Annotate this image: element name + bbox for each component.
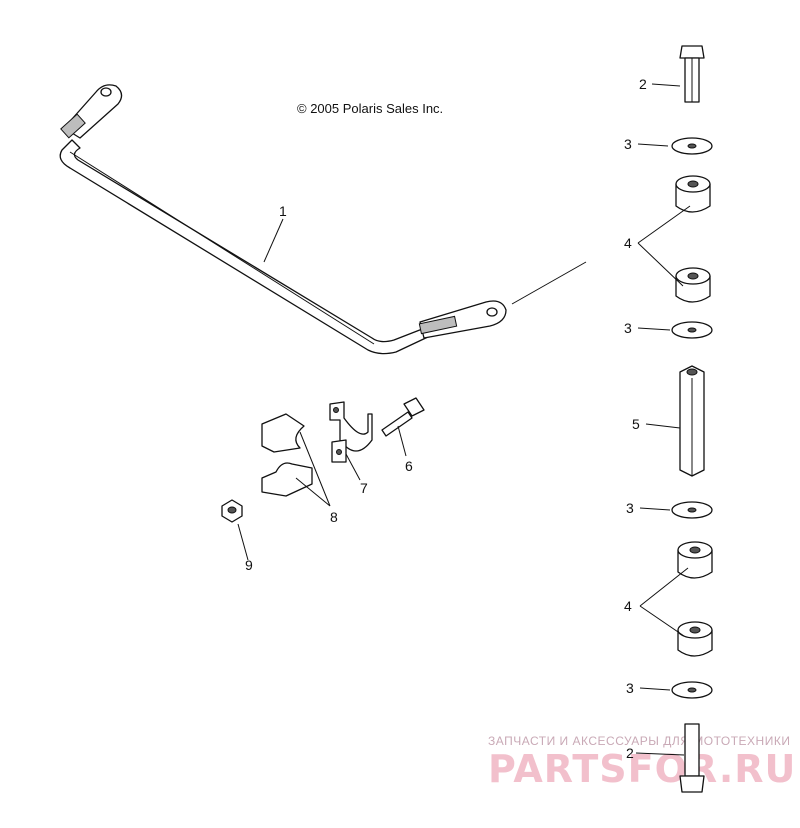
callout-3-fourth: 3 — [626, 680, 634, 696]
callout-1: 1 — [279, 203, 287, 219]
bushing-3 — [677, 541, 713, 579]
copyright-text: © 2005 Polaris Sales Inc. — [297, 101, 443, 116]
callout-3-first: 3 — [624, 136, 632, 152]
watermark-logo: PARTSFOR.RU — [488, 747, 796, 791]
callout-3-third: 3 — [626, 500, 634, 516]
bushing-2 — [675, 267, 711, 303]
bushing-1 — [675, 175, 711, 213]
bushing-4 — [677, 621, 713, 657]
leader-lines — [237, 83, 691, 756]
stabilizer-bar — [59, 84, 587, 355]
callout-6: 6 — [405, 458, 413, 474]
callout-7: 7 — [360, 480, 368, 496]
bolt-bottom — [679, 723, 705, 793]
washer-2 — [671, 321, 713, 339]
callout-4-lower: 4 — [624, 598, 632, 614]
callout-2-top: 2 — [639, 76, 647, 92]
callout-9: 9 — [245, 557, 253, 573]
callout-8: 8 — [330, 509, 338, 525]
callout-3-second: 3 — [624, 320, 632, 336]
bracket-clamp — [329, 401, 373, 463]
watermark-tagline: ЗАПЧАСТИ И АКСЕССУАРЫ ДЛЯ МОТОТЕХНИКИ — [488, 734, 790, 748]
callout-4-upper: 4 — [624, 235, 632, 251]
bolt-small — [381, 397, 425, 437]
bolt-top — [679, 45, 705, 103]
callout-5: 5 — [632, 416, 640, 432]
washer-1 — [671, 137, 713, 155]
washer-3 — [671, 501, 713, 519]
bushing-halves — [261, 413, 313, 497]
callout-2-bottom: 2 — [626, 745, 634, 761]
nut — [221, 499, 243, 523]
washer-4 — [671, 681, 713, 699]
spacer-tube — [679, 365, 705, 477]
